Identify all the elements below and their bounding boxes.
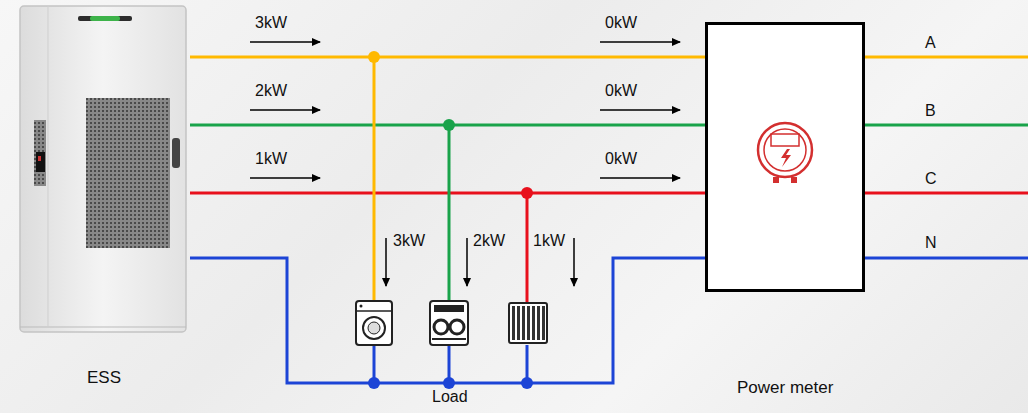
junction-dot <box>368 51 380 63</box>
phase-c-wire <box>865 192 1028 195</box>
junction-dot <box>521 377 533 389</box>
node-caption: ESS <box>87 368 121 388</box>
phase-a-wire <box>865 56 1028 59</box>
power-value: 0kW <box>605 14 637 32</box>
heater-icon <box>509 303 547 343</box>
junction-dot <box>443 119 455 131</box>
ess-cabinet: ESS <box>18 2 190 397</box>
power-value: 0kW <box>605 82 637 100</box>
meter-illustration <box>705 22 865 292</box>
cabinet-illustration <box>18 2 190 337</box>
drop-wire <box>373 57 376 302</box>
phase-name: N <box>925 234 937 252</box>
washing-machine-icon <box>356 301 392 345</box>
node-caption: Power meter <box>737 378 833 398</box>
junction-dot <box>443 377 455 389</box>
load-power: 2kW <box>473 232 505 250</box>
appliance-icon <box>430 301 468 345</box>
junction-dot <box>521 187 533 199</box>
load-power: 1kW <box>533 232 565 250</box>
phase-name: B <box>925 102 936 120</box>
phase-a-line <box>190 56 705 59</box>
power-arrows <box>250 42 680 286</box>
power-value: 0kW <box>605 150 637 168</box>
phase-b-wire <box>865 124 1028 127</box>
power-value: 1kW <box>255 150 287 168</box>
junction-dot <box>368 377 380 389</box>
power-value: 2kW <box>255 82 287 100</box>
phase-name: C <box>925 170 937 188</box>
neutral-wire <box>865 257 1028 260</box>
power-meter-box: Power meter <box>705 22 865 397</box>
load-power: 3kW <box>393 232 425 250</box>
drop-wire <box>526 193 529 302</box>
power-value: 3kW <box>255 14 287 32</box>
drop-wire <box>448 125 451 302</box>
phase-name: A <box>925 34 936 52</box>
load-caption: Load <box>432 388 468 406</box>
